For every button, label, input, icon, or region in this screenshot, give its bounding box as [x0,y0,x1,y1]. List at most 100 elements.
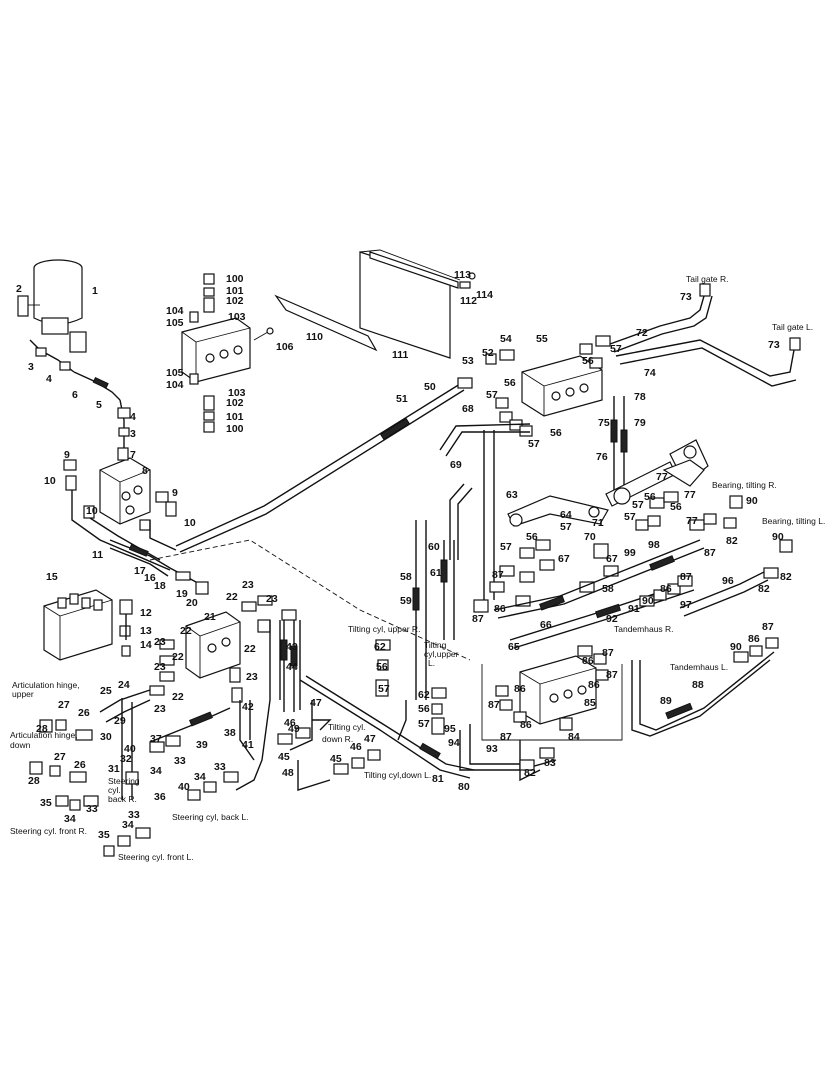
part-label-102: 102 [226,295,244,307]
part-label-86: 86 [494,603,506,615]
part-label-70: 70 [584,531,596,543]
part-label-16: 16 [144,572,156,584]
part-label-22: 22 [172,651,184,663]
caption-tilting-cyl-down-r-2: down R. [322,734,353,744]
part-label-75: 75 [598,417,610,429]
valve-block-15 [43,589,133,661]
caption-articulation-upper-1: Articulation hinge, [12,680,80,690]
part-label-45: 45 [330,753,342,765]
part-label-48: 48 [282,767,294,779]
part-label-95: 95 [444,723,456,735]
hoses-41-42 [235,620,281,791]
caption-steering-front-r: Steering cyl. front R. [10,826,87,836]
part-label-6: 6 [72,389,78,401]
part-label-34: 34 [64,813,76,825]
part-label-22: 22 [226,591,238,603]
part-label-104: 104 [166,305,184,317]
part-label-92: 92 [606,613,618,625]
part-label-49: 49 [288,723,300,735]
part-label-106: 106 [276,341,294,353]
hoses-45-49 [277,620,381,791]
part-label-67: 67 [606,553,618,565]
part-label-57: 57 [500,541,512,553]
part-label-57: 57 [528,438,540,450]
part-label-98: 98 [648,539,660,551]
part-label-22: 22 [180,625,192,637]
part-label-87: 87 [762,621,774,633]
part-label-88: 88 [692,679,704,691]
part-label-32: 32 [120,753,132,765]
part-label-11: 11 [92,549,103,561]
part-label-79: 79 [634,417,646,429]
part-label-99: 99 [624,547,636,559]
part-label-87: 87 [492,569,504,581]
part-label-86: 86 [588,679,600,691]
part-label-13: 13 [140,625,152,637]
part-label-56: 56 [526,531,538,543]
part-label-2: 2 [16,283,22,295]
manifold-103 [181,273,274,433]
part-label-57: 57 [560,521,572,533]
part-label-86: 86 [514,683,526,695]
part-label-89: 89 [660,695,672,707]
valve-block-85 [495,645,609,731]
part-label-80: 80 [458,781,470,793]
part-label-57: 57 [418,718,430,730]
caption-tail-gate-l: Tail gate L. [772,322,813,332]
part-label-23: 23 [154,661,166,673]
part-label-85: 85 [584,697,596,709]
part-label-90: 90 [642,595,654,607]
caption-tilting-cyl-upper-r: Tilting cyl, upper R. [348,624,420,634]
part-label-101: 101 [226,285,244,297]
part-label-56: 56 [504,377,516,389]
hoses-43-44 [280,609,298,712]
part-label-63: 63 [506,489,518,501]
part-label-100: 100 [226,273,244,285]
part-label-56: 56 [418,703,430,715]
part-number-labels: 1234654378910910101115121314161718192021… [16,269,792,841]
caption-tilting-cyl-upper-l-2: cyl,upper [424,649,459,659]
part-label-113: 113 [454,269,471,281]
part-label-69: 69 [450,459,462,471]
part-label-91: 91 [628,603,640,615]
part-label-103: 103 [228,387,246,399]
part-label-1: 1 [92,285,98,297]
cover-plates [274,249,476,359]
part-label-68: 68 [462,403,474,415]
part-label-44: 44 [286,661,298,673]
part-label-96: 96 [722,575,734,587]
part-label-25: 25 [100,685,112,697]
hoses-63-68-69 [439,423,531,600]
part-label-34: 34 [150,765,162,777]
hoses-75-79 [610,396,628,496]
part-label-31: 31 [108,763,120,775]
part-label-77: 77 [684,489,696,501]
part-label-14: 14 [140,639,152,651]
part-label-10: 10 [44,475,56,487]
part-label-76: 76 [596,451,608,463]
hoses-58-61 [412,520,455,700]
part-label-29: 29 [114,715,126,727]
hose-96 [679,495,793,617]
part-label-112: 112 [460,295,477,307]
part-label-100: 100 [226,423,244,435]
hose-6 [29,339,131,450]
part-label-9: 9 [64,449,70,461]
part-label-7: 7 [130,449,136,461]
part-label-60: 60 [428,541,440,553]
part-label-58: 58 [602,583,614,595]
part-label-87: 87 [472,613,484,625]
caption-bearing-tilting-r: Bearing, tilting R. [712,480,777,490]
part-label-53: 53 [462,355,474,367]
hoses-72-74 [609,283,801,387]
caption-steering-back-r-3: back R. [108,794,137,804]
part-label-47: 47 [310,697,322,709]
articulation-fittings [29,719,93,783]
part-label-36: 36 [154,791,166,803]
part-label-37: 37 [150,733,162,745]
caption-steering-back-r-1: Steering [108,776,140,786]
part-label-56: 56 [376,661,388,673]
part-label-73: 73 [680,291,692,303]
part-label-4: 4 [130,411,136,423]
part-label-56: 56 [644,491,656,503]
